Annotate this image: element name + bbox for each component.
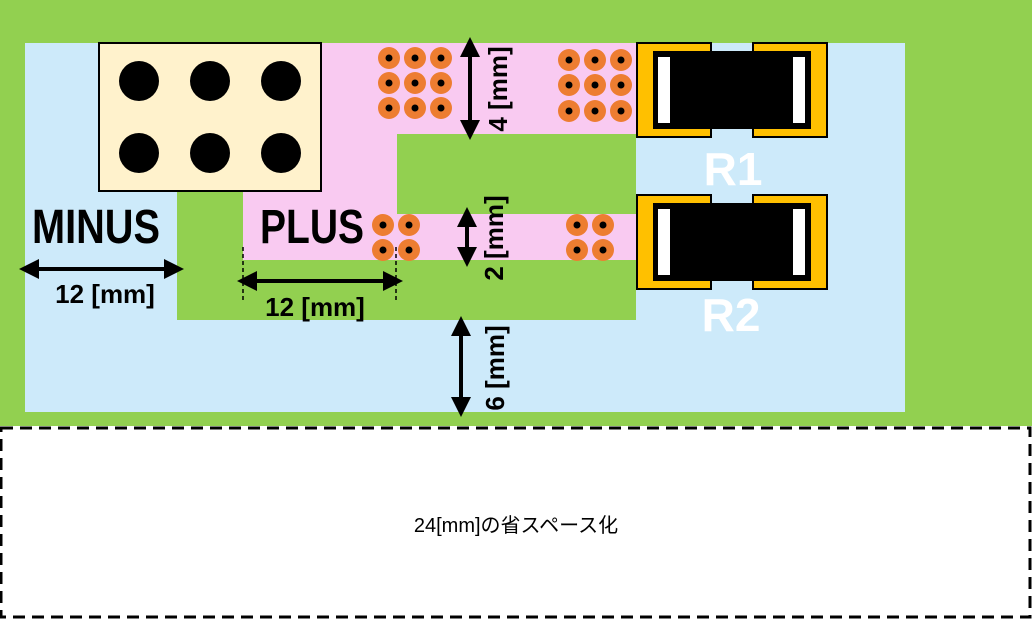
via-hole xyxy=(437,54,445,62)
resistor-terminal-right xyxy=(793,209,805,275)
resistor-body xyxy=(653,51,811,129)
gap-bottom-label: 6 [mm] xyxy=(480,325,510,410)
trace-top-label: 4 [mm] xyxy=(483,46,513,131)
plus-width-label: 12 [mm] xyxy=(265,292,365,322)
via-hole xyxy=(379,221,387,229)
resistor-r1 xyxy=(636,42,828,138)
connector-pin xyxy=(119,133,159,173)
resistor-body xyxy=(653,203,811,281)
plus-copper-area xyxy=(243,43,636,260)
via-hole xyxy=(591,107,599,115)
via-hole xyxy=(599,221,607,229)
plus-label: PLUS xyxy=(260,201,364,254)
via-hole xyxy=(591,81,599,89)
via-hole xyxy=(591,56,599,64)
connector-pins xyxy=(119,61,301,173)
resistor-r2 xyxy=(636,194,828,290)
connector-pin xyxy=(190,61,230,101)
via-hole xyxy=(617,107,625,115)
r1-label: R1 xyxy=(704,143,763,195)
via-hole xyxy=(617,56,625,64)
via-hole xyxy=(565,81,573,89)
connector-pin xyxy=(261,61,301,101)
connector-pin xyxy=(190,133,230,173)
space-saving-caption: 24[mm]の省スペース化 xyxy=(413,514,619,537)
resistor-terminal-right xyxy=(793,57,805,123)
via-hole xyxy=(617,81,625,89)
via-hole xyxy=(565,56,573,64)
via-hole xyxy=(573,221,581,229)
minus-label: MINUS xyxy=(32,201,160,254)
via-hole xyxy=(411,104,419,112)
minus-width-label: 12 [mm] xyxy=(55,279,155,309)
via-hole xyxy=(437,104,445,112)
via-hole xyxy=(385,104,393,112)
via-hole xyxy=(411,54,419,62)
via-hole xyxy=(385,79,393,87)
via-array xyxy=(372,47,632,261)
via-hole xyxy=(385,54,393,62)
space-saving-region xyxy=(0,426,1032,619)
via-hole xyxy=(379,246,387,254)
via-hole xyxy=(405,221,413,229)
resistor-terminal-left xyxy=(658,57,670,123)
resistor-terminal-left xyxy=(658,209,670,275)
trace-bottom-label: 2 [mm] xyxy=(479,195,509,280)
r2-label: R2 xyxy=(702,289,761,341)
connector-pin xyxy=(261,133,301,173)
dimension-lines xyxy=(19,37,480,417)
via-hole xyxy=(411,79,419,87)
connector-pin xyxy=(119,61,159,101)
via-hole xyxy=(565,107,573,115)
via-hole xyxy=(405,246,413,254)
via-hole xyxy=(573,246,581,254)
via-hole xyxy=(599,246,607,254)
via-hole xyxy=(437,79,445,87)
